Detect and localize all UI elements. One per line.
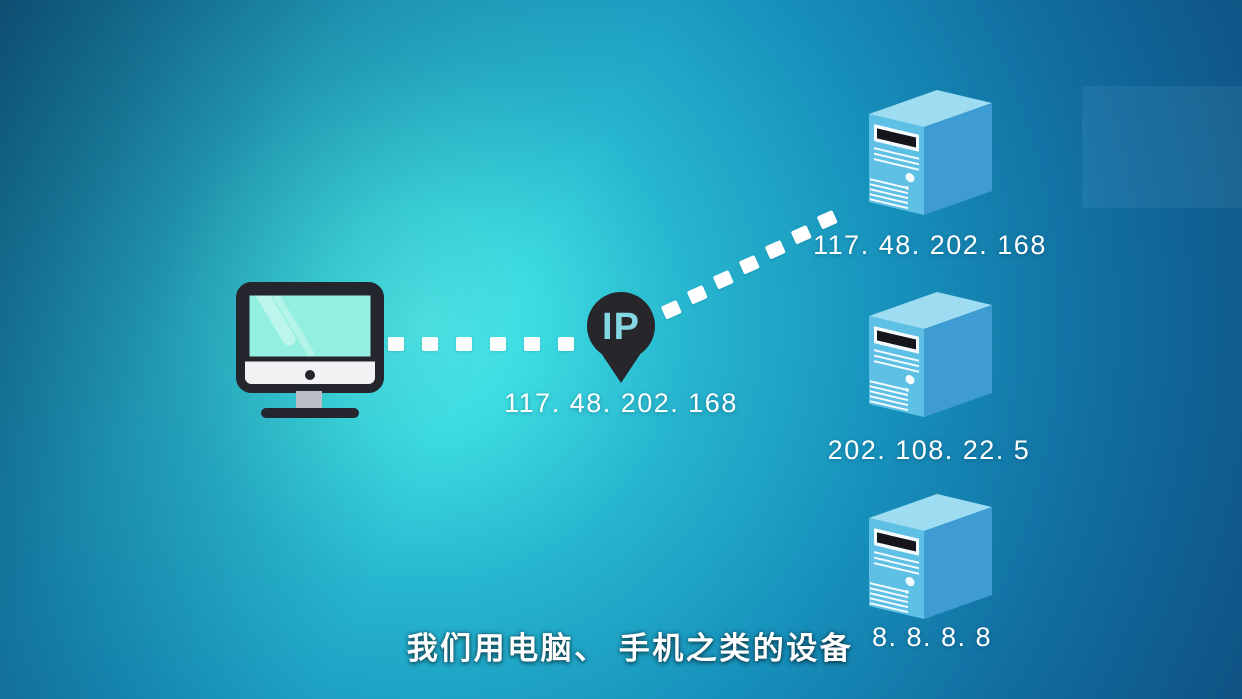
server-ip-address: 202. 108. 22. 5 — [827, 435, 1031, 465]
dash-segment — [660, 299, 682, 320]
dash-segment — [816, 209, 838, 230]
dash-segment — [388, 337, 404, 351]
server-tower-icon — [864, 284, 998, 431]
server-tower-icon — [864, 82, 998, 229]
dash-segment — [712, 269, 734, 290]
pin-label: IP — [602, 306, 640, 348]
device-ip-address: 117. 48. 202. 168 — [504, 388, 738, 418]
server-ip-address: 8. 8. 8. 8 — [871, 622, 993, 652]
dash-segment — [422, 337, 438, 351]
server-tower-icon — [864, 486, 998, 633]
dash-segment — [738, 254, 760, 275]
dashed-connection-line — [660, 203, 850, 320]
subtitle-caption: 我们用电脑、 手机之类的设备 — [406, 631, 854, 666]
server-ip-address: 117. 48. 202. 168 — [813, 230, 1047, 260]
desktop-computer-icon — [236, 282, 384, 425]
dash-segment — [456, 337, 472, 351]
location-pin-icon: IP — [587, 292, 655, 389]
dashed-connection-line — [388, 337, 592, 351]
dash-segment — [490, 337, 506, 351]
dash-segment — [558, 337, 574, 351]
dash-segment — [524, 337, 540, 351]
light-patch-overlay — [1082, 86, 1242, 208]
dash-segment — [686, 284, 708, 305]
